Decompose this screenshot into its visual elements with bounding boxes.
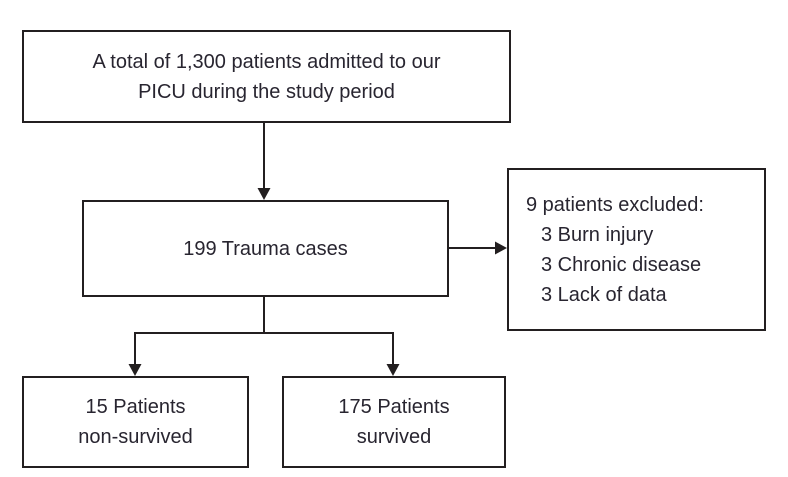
trauma-cases-label: 199 Trauma cases [183, 237, 348, 260]
total-patients-line-2: PICU during the study period [138, 80, 395, 103]
box-survived: 175 Patients survived [282, 376, 506, 468]
survived-line-2: survived [356, 426, 432, 448]
box-total-patients: A total of 1,300 patients admitted to ou… [22, 30, 511, 123]
total-patients-line-1: A total of 1,300 patients admitted to ou… [92, 50, 441, 73]
excluded-item-lack-of-data: 3 Lack of data [541, 283, 667, 306]
box-non-survived: 15 Patients non-survived [22, 376, 249, 468]
box-trauma-cases: 199 Trauma cases [82, 200, 449, 297]
survived-line-1: 175 Patients [338, 396, 450, 418]
excluded-item-chronic: 3 Chronic disease [541, 253, 702, 276]
excluded-item-burn: 3 Burn injury [541, 223, 654, 246]
non-survived-line-2: non-survived [78, 426, 193, 448]
branch-trauma-to-outcomes [128, 297, 400, 376]
excluded-title: 9 patients excluded: [526, 193, 704, 216]
arrow-total-to-trauma [257, 123, 271, 200]
arrow-trauma-to-excluded [449, 241, 507, 255]
non-survived-line-1: 15 Patients [85, 396, 186, 418]
box-excluded-patients: 9 patients excluded: 3 Burn injury 3 Chr… [507, 168, 766, 331]
